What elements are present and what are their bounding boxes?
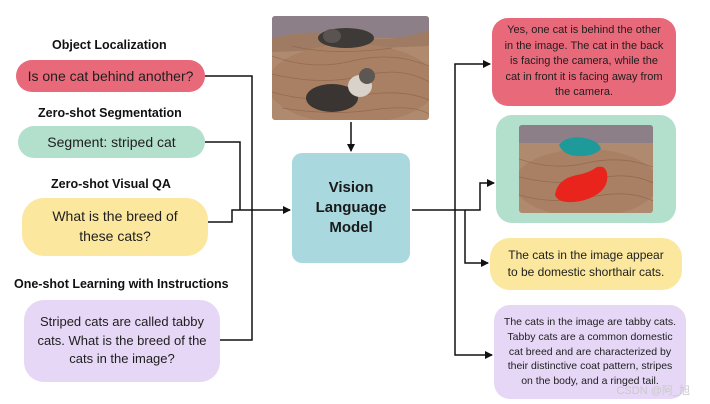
- object-localization-prompt: Is one cat behind another?: [16, 60, 205, 92]
- arrow-segmentation-to-model: [205, 141, 241, 210]
- zero-shot-segmentation-title: Zero-shot Segmentation: [38, 106, 182, 120]
- zero-shot-vqa-title: Zero-shot Visual QA: [51, 177, 171, 191]
- front-cat-mask: [555, 166, 608, 203]
- zero-shot-vqa-prompt: What is the breed of these cats?: [22, 198, 208, 256]
- vision-language-model-box: Vision Language Model: [292, 153, 410, 263]
- zero-shot-segmentation-prompt: Segment: striped cat: [18, 126, 205, 158]
- segmentation-output: [496, 115, 676, 223]
- arrow-localization-to-model: [205, 75, 291, 214]
- arrow-oneshot-to-model: [220, 210, 253, 341]
- one-shot-answer: The cats in the image are tabby cats. Ta…: [494, 305, 686, 399]
- arrow-model-to-vqa-answer: [464, 210, 489, 267]
- arrow-model-to-oneshot-answer: [454, 210, 493, 359]
- object-localization-title: Object Localization: [52, 38, 167, 52]
- arrow-vqa-to-model: [208, 209, 252, 223]
- one-shot-learning-title: One-shot Learning with Instructions: [14, 277, 229, 291]
- one-shot-learning-prompt: Striped cats are called tabby cats. What…: [24, 300, 220, 382]
- watermark: CSDN @阿_旭: [616, 385, 690, 397]
- model-label: Vision Language Model: [315, 178, 387, 237]
- localization-answer: Yes, one cat is behind the other in the …: [492, 18, 676, 106]
- arrow-model-to-segmentation-output: [460, 179, 495, 211]
- input-cats-photo: [272, 16, 429, 120]
- segmented-cats-photo: [519, 125, 653, 213]
- vqa-answer: The cats in the image appear to be domes…: [490, 238, 682, 290]
- arrow-model-to-localization-answer: [454, 60, 491, 210]
- back-cat-mask: [559, 137, 601, 157]
